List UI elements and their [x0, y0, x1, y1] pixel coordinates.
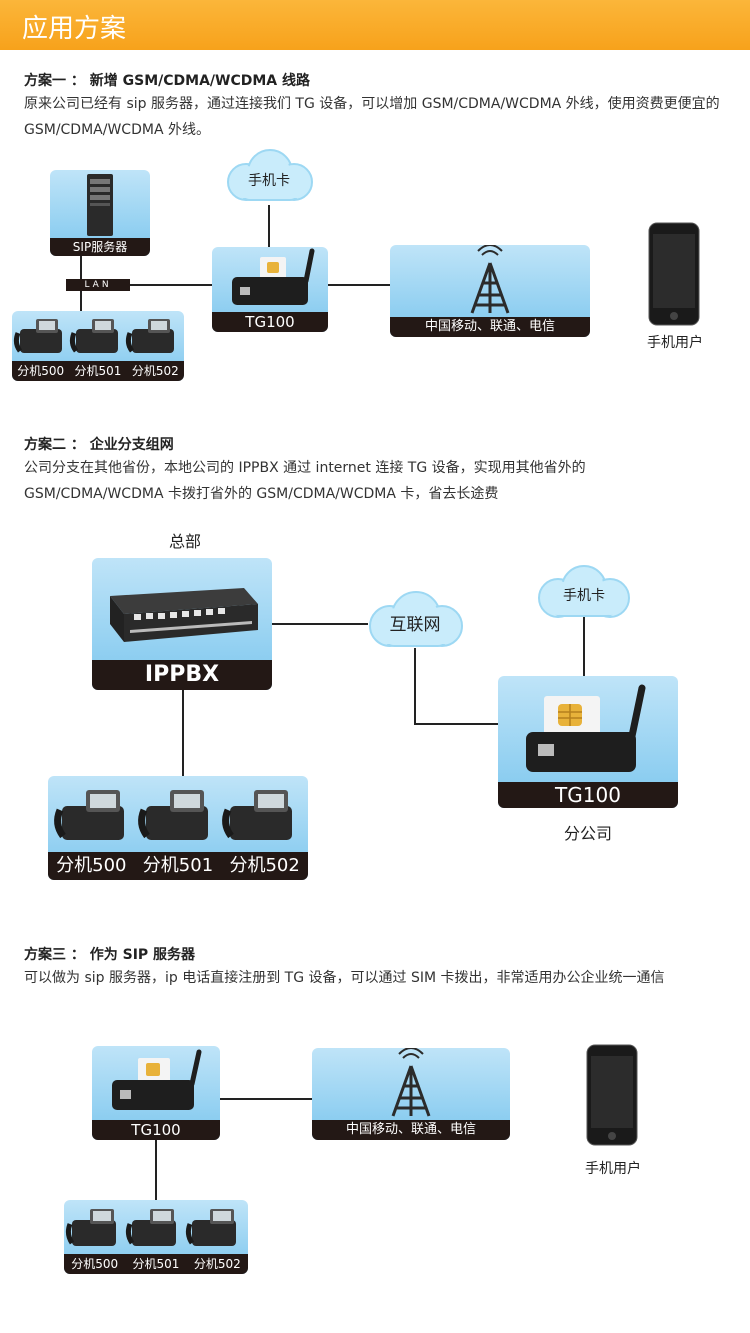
scheme1-heading: 方案一 ： 新增 GSM/CDMA/WCDMA 线路	[24, 73, 310, 89]
tg100-branch-node: TG100	[498, 676, 678, 808]
page-title: 应用方案	[22, 14, 127, 44]
internet-cloud	[369, 591, 463, 647]
tg100-label-3: TG100	[92, 1120, 220, 1140]
mobile-network-node-3: 中国移动、联通、电信	[312, 1048, 510, 1140]
scheme2-description: 公司分支在其他省份，本地公司的 IPPBX 通过 internet 连接 TG …	[24, 460, 586, 502]
mobile-user-label: 手机用户	[647, 335, 703, 351]
tg100-device-icon	[232, 248, 315, 305]
extension-502-label-3: 分机502	[193, 1257, 241, 1271]
ippbx-node: IPPBX	[92, 558, 272, 690]
cloud-to-tg-line	[268, 205, 270, 247]
tg100-label: TG100	[212, 312, 328, 332]
sim-card-cloud	[227, 149, 313, 201]
extension-501-label-3: 分机501	[132, 1257, 180, 1271]
ippbx-switch-icon	[110, 588, 258, 642]
sim-card-cloud-2-label: 手机卡	[563, 588, 605, 604]
tg100-branch-label: TG100	[498, 782, 678, 808]
extension-501-label: 分机501	[74, 364, 122, 378]
internet-to-tg-line	[414, 723, 498, 725]
scheme3-description: 可以做为 sip 服务器，ip 电话直接注册到 TG 设备，可以通过 SIM 卡…	[24, 970, 665, 986]
extension-500-label-3: 分机500	[71, 1257, 119, 1271]
extensions-node: 分机500 分机501 分机502	[12, 311, 184, 381]
lan-to-tg-line	[130, 284, 212, 286]
tg-to-extensions-line-3	[155, 1140, 157, 1200]
mobile-user-label-3: 手机用户	[585, 1161, 641, 1177]
extensions-label-3: 分机500 分机501 分机502	[64, 1254, 248, 1274]
cell-tower-icon	[470, 245, 510, 314]
tg100-device-icon-2	[526, 684, 646, 772]
mobile-network-node: 中国移动、联通、电信	[390, 245, 590, 337]
cell-tower-icon-3	[391, 1048, 431, 1117]
extension-502-label-2: 分机502	[229, 855, 300, 876]
extensions-label: 分机500 分机501 分机502	[12, 361, 184, 381]
ippbx-label: IPPBX	[92, 660, 272, 690]
scheme1-description: 原来公司已经有 sip 服务器，通过连接我们 TG 设备，可以增加 GSM/CD…	[24, 96, 720, 138]
mobile-network-label: 中国移动、联通、电信	[390, 317, 590, 337]
ip-phones-icon-3	[65, 1209, 236, 1246]
extension-500-label: 分机500	[17, 364, 65, 378]
tg100-sip-server-node: TG100	[92, 1046, 220, 1140]
tg-to-network-line-3	[220, 1098, 312, 1100]
scheme3-heading: 方案三 ： 作为 SIP 服务器	[24, 947, 196, 963]
internet-down-line	[414, 648, 416, 724]
ippbx-to-extensions-line	[182, 690, 184, 776]
sim-card-cloud-label: 手机卡	[248, 173, 290, 189]
mobile-phone-icon-3	[586, 1044, 638, 1146]
mobile-phone-icon	[648, 222, 700, 326]
sim-cloud-to-tg-line	[583, 617, 585, 677]
tg100-gateway-node: TG100	[212, 247, 328, 332]
extensions-node-3: 分机500 分机501 分机502	[64, 1200, 248, 1274]
extensions-node-2: 分机500 分机501 分机502	[48, 776, 308, 880]
ip-phones-icon-2	[54, 790, 292, 840]
tg-to-network-line	[328, 284, 390, 286]
ippbx-to-internet-line	[272, 623, 368, 625]
title-banner: 应用方案	[0, 0, 750, 50]
internet-cloud-label: 互联网	[389, 615, 441, 635]
server-icon	[87, 174, 113, 236]
lan-tag: LAN	[66, 279, 130, 291]
extension-502-label: 分机502	[131, 364, 179, 378]
extension-501-label-2: 分机501	[142, 855, 214, 876]
extension-500-label-2: 分机500	[56, 855, 127, 876]
extensions-label-2: 分机500 分机501 分机502	[48, 852, 308, 880]
mobile-network-label-3: 中国移动、联通、电信	[312, 1120, 510, 1140]
sim-card-cloud-2	[538, 565, 630, 618]
headquarters-label: 总部	[168, 532, 201, 551]
branch-office-label: 分公司	[563, 824, 612, 843]
tg100-device-icon-3	[112, 1049, 202, 1110]
ip-phones-icon	[13, 319, 174, 353]
sip-server-node: SIP服务器	[50, 170, 150, 256]
sip-server-label: SIP服务器	[50, 238, 150, 256]
scheme2-heading: 方案二 ： 企业分支组网	[24, 437, 174, 453]
